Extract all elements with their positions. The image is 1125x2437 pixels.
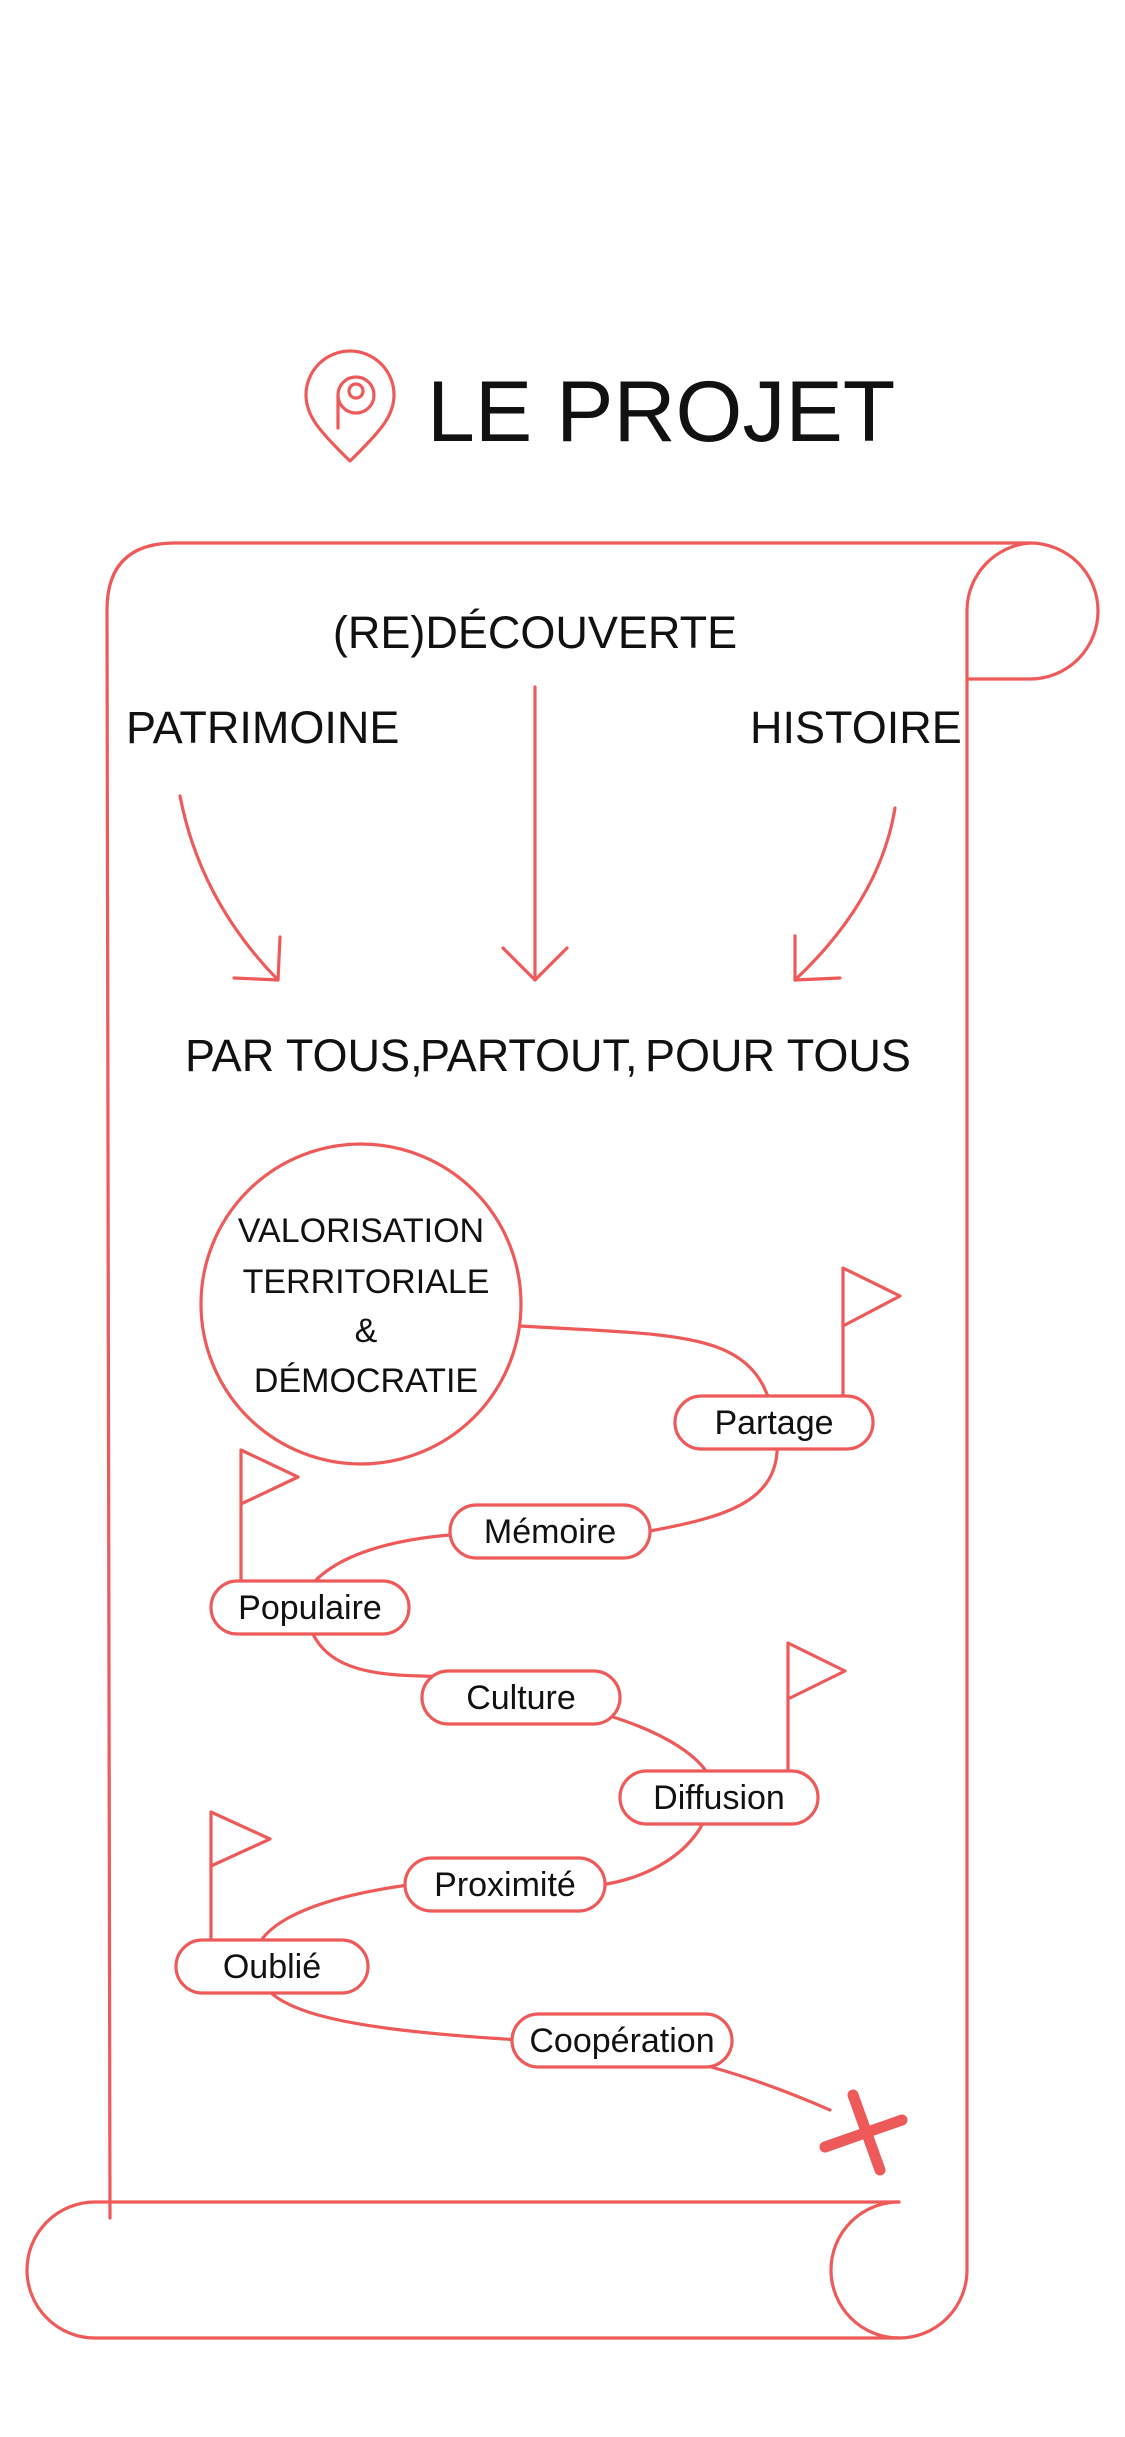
flag-icon [786, 1641, 847, 1772]
scroll-right-edge [897, 608, 969, 2340]
spiral-icon [336, 375, 376, 430]
svg-text:Populaire: Populaire [238, 1589, 382, 1627]
scroll-bottom-roll [25, 2200, 901, 2340]
spiral-center-icon [347, 382, 365, 400]
tagline-part-3: POUR TOUS [645, 1030, 911, 1081]
circle-line-1: VALORISATION [238, 1212, 484, 1250]
svg-text:Mémoire: Mémoire [484, 1513, 616, 1551]
circle-line-2: TERRITORIALE [243, 1263, 490, 1301]
step-populaire: Populaire [209, 1579, 411, 1636]
step-diffusion: Diffusion [618, 1769, 820, 1826]
x-mark-icon [819, 2089, 908, 2176]
scroll-frame [25, 541, 1100, 2340]
page-title: LE PROJET [427, 364, 895, 460]
circle-line-3: & [355, 1312, 378, 1350]
flag-icon [209, 1810, 272, 1943]
step-partage: Partage [673, 1394, 875, 1451]
value-circle: VALORISATION TERRITORIALE & DÉMOCRATIE [199, 1142, 523, 1466]
svg-text:Partage: Partage [714, 1404, 833, 1442]
arrow-right [793, 806, 897, 982]
step-proximite: Proximité [403, 1856, 607, 1913]
svg-text:Culture: Culture [466, 1679, 576, 1717]
flag-icon [239, 1448, 300, 1585]
svg-text:Oublié: Oublié [223, 1948, 321, 1986]
label-heritage: PATRIMOINE [126, 702, 399, 753]
scroll-top-curl [965, 541, 1100, 681]
svg-text:Coopération: Coopération [529, 2022, 714, 2060]
arrow-left [178, 794, 282, 982]
scroll-top-curl-inner [965, 541, 1032, 612]
step-cooperation: Coopération [510, 2012, 734, 2069]
circle-line-4: DÉMOCRATIE [254, 1362, 478, 1400]
map-pin-icon [304, 349, 396, 463]
svg-text:Diffusion: Diffusion [653, 1779, 785, 1817]
scroll-bottom-curl-inner [829, 2200, 901, 2340]
header-logo [304, 349, 396, 463]
label-rediscovery: (RE)DÉCOUVERTE [333, 607, 737, 658]
scroll-body-outline [105, 541, 1032, 2220]
step-culture: Culture [420, 1669, 622, 1726]
svg-text:Proximité: Proximité [434, 1866, 576, 1904]
arrow-center [501, 685, 569, 982]
label-history: HISTOIRE [750, 702, 962, 753]
tagline-part-1: PAR TOUS, [185, 1030, 423, 1081]
tagline-part-2: PARTOUT, [420, 1030, 638, 1081]
step-memoire: Mémoire [448, 1503, 652, 1560]
step-oublie: Oublié [174, 1938, 370, 1995]
flag-icon [841, 1266, 902, 1399]
